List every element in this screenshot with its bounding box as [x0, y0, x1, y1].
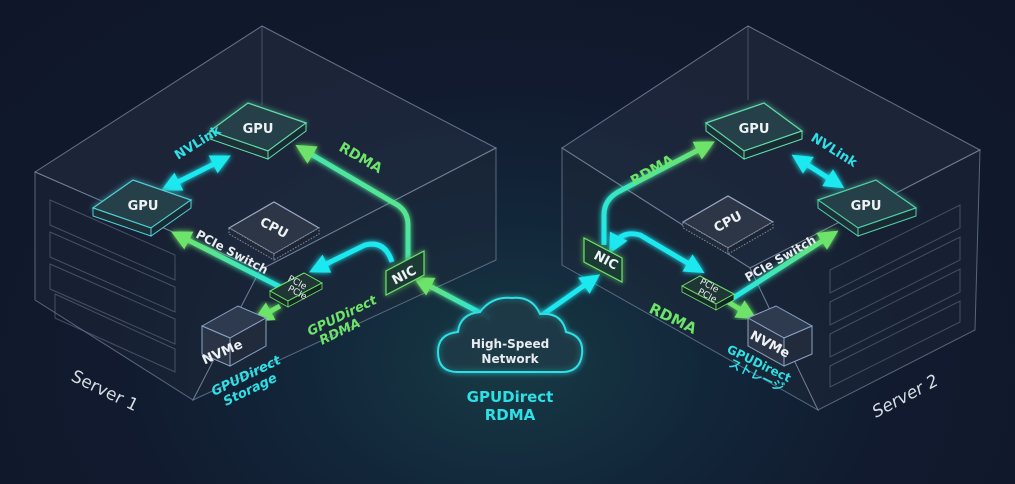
s1-nic-pcie-arrow: [309, 241, 395, 273]
s2-gpu-top: GPU: [704, 102, 804, 160]
s2-cpu: CPU: [681, 195, 775, 255]
s2-pcie-switch-arrow: [728, 230, 839, 303]
s2-nvme-drive: NVMe: [746, 305, 814, 367]
s2-nic-pcie-arrow: [609, 231, 705, 274]
s1-server-name: Server 1: [68, 367, 141, 417]
server1-links: [161, 144, 411, 321]
s1-gpu-top: GPU: [208, 102, 308, 160]
s2-nvme-arrow: [726, 299, 757, 320]
s1-rdma-arrow: [295, 144, 411, 262]
s2-gpu-top-label: GPU: [739, 122, 770, 137]
s1-gpu-left-label: GPU: [128, 199, 159, 214]
network-cloud: High-Speed Network: [436, 296, 584, 373]
s2-gpu-right-label: GPU: [851, 199, 882, 214]
network-caption-line2: RDMA: [485, 406, 536, 424]
cloud-label-line1: High-Speed: [471, 337, 549, 351]
s1-gpu-left: GPU: [91, 179, 193, 237]
s1-cpu: CPU: [227, 201, 321, 261]
s1-nvlink-arrow: [161, 155, 231, 191]
s1-pcie-switch-chip: PCIe PCIe: [268, 272, 324, 308]
server2-links: [601, 141, 845, 320]
s1-nvme-arrow: [253, 302, 282, 321]
cloud-label-line2: Network: [481, 352, 539, 366]
net-to-s2-nic-arrow: [536, 274, 601, 321]
s2-pcie-switch-chip: PCIe PCIe: [680, 275, 736, 311]
s2-gpu-right: GPU: [816, 179, 918, 237]
network-caption-line1: GPUDirect: [467, 388, 554, 406]
s1-gpu-top-label: GPU: [243, 122, 274, 137]
s2-nvlink-arrow: [791, 154, 845, 189]
s2-rdma-arrow: [601, 141, 715, 245]
s1-pcie-switch-arrow: [171, 231, 292, 295]
